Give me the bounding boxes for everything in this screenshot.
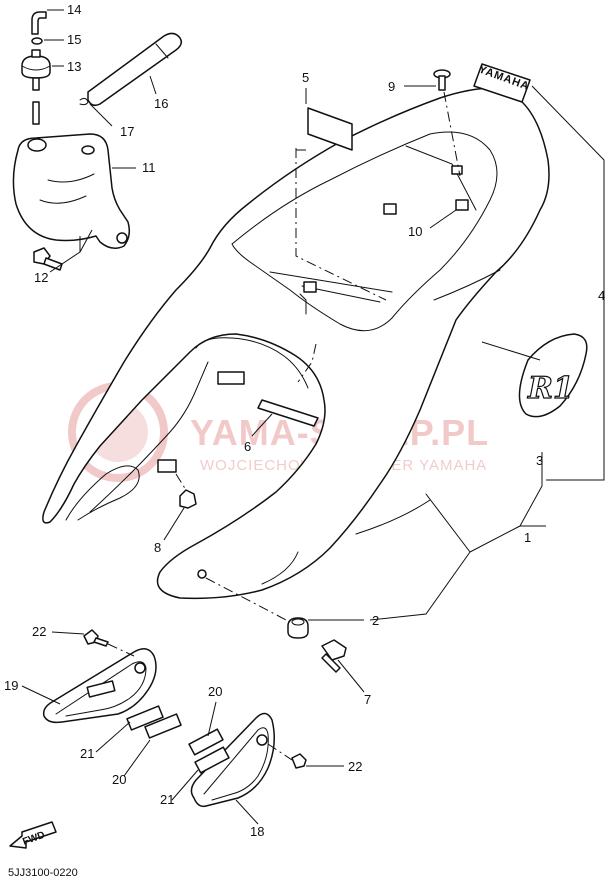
- callout-12: 12: [34, 270, 48, 285]
- reservoir-tank-11: [12, 133, 131, 249]
- callout-15: 15: [67, 32, 81, 47]
- decal-emblem-3: R1: [518, 333, 588, 418]
- callout-7: 7: [364, 692, 371, 707]
- hose-16: [87, 32, 183, 107]
- callout-9: 9: [388, 79, 395, 94]
- dashed-leader-22-right: [267, 743, 293, 761]
- dashed-leader-6: [297, 343, 317, 383]
- dashed-leader-2: [205, 577, 291, 623]
- callout-22-left: 22: [32, 624, 46, 639]
- callout-6: 6: [244, 439, 251, 454]
- callout-3: 3: [536, 453, 543, 468]
- dashed-leader-8: [175, 473, 187, 491]
- seat-cowling-1: [42, 87, 550, 600]
- callout-5: 5: [302, 70, 309, 85]
- callout-11: 11: [142, 160, 156, 175]
- callout-22-right: 22: [348, 759, 362, 774]
- clamp-17: [79, 97, 89, 106]
- decal-emblem-text: R1: [527, 371, 574, 406]
- label-6: [257, 399, 319, 427]
- dashed-leader-9: [443, 91, 461, 177]
- side-cover-18: [190, 712, 275, 808]
- callout-20-left: 20: [112, 772, 126, 787]
- callout-10: 10: [408, 224, 422, 239]
- callout-18: 18: [250, 824, 264, 839]
- callout-1: 1: [524, 530, 531, 545]
- callout-19: 19: [4, 678, 18, 693]
- callout-2: 2: [372, 613, 379, 628]
- side-cover-19: [42, 648, 157, 724]
- fwd-arrow-icon: FWD: [9, 821, 57, 849]
- connector-pipe: [32, 101, 40, 125]
- callout-8: 8: [154, 540, 161, 555]
- callout-21-right: 21: [160, 792, 174, 807]
- dashed-leader-5: [295, 148, 387, 301]
- damper-20-right: [188, 728, 224, 756]
- diagram-code: 5JJ3100-0220: [8, 867, 78, 879]
- callout-leaders: [21, 9, 605, 825]
- damper-21-right: [194, 746, 230, 774]
- callout-4: 4: [598, 288, 605, 303]
- screw-22-right: [291, 753, 307, 769]
- screw-7: [321, 639, 347, 673]
- damper-20-left: [144, 713, 182, 739]
- callout-14: 14: [67, 2, 81, 17]
- label-5: [307, 107, 353, 151]
- screw-22-left: [83, 629, 109, 647]
- bolt-8: [179, 489, 197, 509]
- hose-joint-14: [31, 11, 47, 35]
- clip-15: [31, 37, 43, 45]
- callout-numbers: 14 15 13 16 17 11 12 5 9 10 4 3 1 6 8 2 …: [4, 2, 605, 839]
- screw-9: [433, 69, 451, 91]
- callout-21-left: 21: [80, 746, 94, 761]
- dashed-leader-22-left: [107, 643, 135, 657]
- callout-20-right: 20: [208, 684, 222, 699]
- callout-13: 13: [67, 59, 81, 74]
- callout-16: 16: [154, 96, 168, 111]
- grommet-2: [287, 617, 309, 639]
- callout-17: 17: [120, 124, 134, 139]
- damper-21-left: [126, 705, 164, 731]
- cap-13: [21, 49, 51, 91]
